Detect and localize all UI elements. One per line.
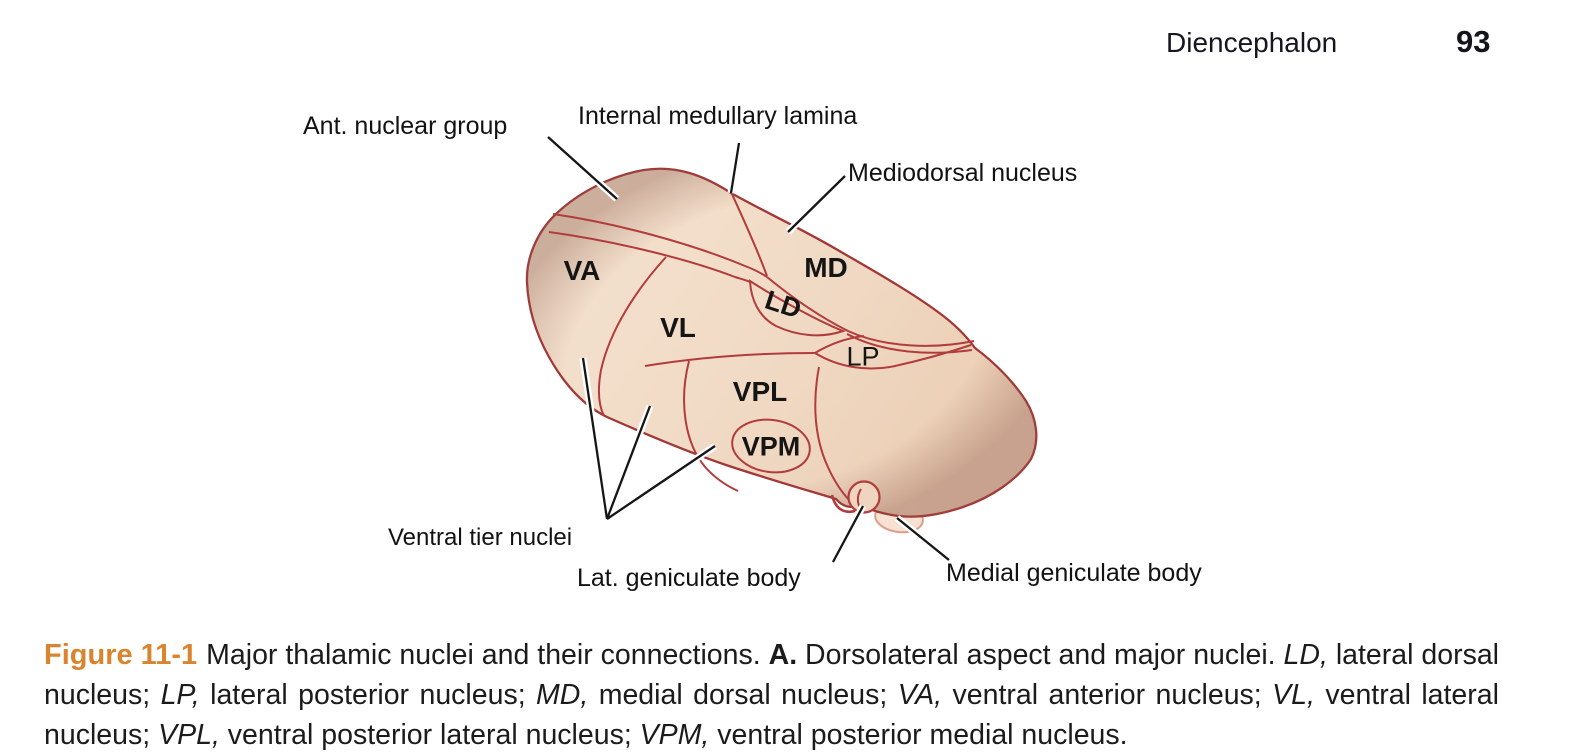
label-lat-geniculate-body: Lat. geniculate body (577, 564, 801, 592)
caption-segment: lateral posterior nucleus; (210, 678, 537, 711)
lp-lower-boundary (814, 344, 972, 370)
leader-mediodorsal-nucleus (787, 175, 846, 233)
nucleus-label-vpm: VPM (741, 431, 801, 462)
lateral-geniculate-body-shape (847, 480, 881, 514)
label-internal-medullary-lamina: Internal medullary lamina (578, 102, 858, 130)
label-mediodorsal-nucleus: Mediodorsal nucleus (848, 159, 1078, 187)
caption-segment: Major thalamic nuclei and their connecti… (206, 638, 769, 671)
running-head-title: Diencephalon (1166, 27, 1338, 58)
va-vl-boundary (597, 256, 667, 417)
caption-segment: lateral dorsal nucleus; (44, 638, 1500, 711)
caption-segment: medial dorsal nucleus; (598, 678, 898, 711)
caption-segment: A. (768, 638, 806, 671)
nucleus-label-vl: VL (660, 312, 696, 343)
vpm-outline (731, 418, 811, 474)
lp-upper-boundary (814, 335, 865, 354)
caption-segment: VPM, (639, 718, 718, 751)
leader-lines (547, 136, 950, 563)
nucleus-label-vpl: VPL (732, 376, 788, 407)
caption-segment: VPL, (158, 718, 228, 751)
lgb-notch-fold (830, 494, 856, 514)
vpl-left-arc (683, 360, 739, 492)
caption-segment: ventral lateral nucleus; (44, 678, 1499, 751)
label-ventral-tier-nuclei: Ventral tier nuclei (388, 524, 573, 551)
vl-vpl-boundary (644, 352, 816, 367)
caption-segment: VL, (1272, 678, 1326, 711)
internal-medullary-lamina-lines (548, 191, 975, 354)
caption-segment: Dorsolateral aspect and major nuclei. (805, 638, 1284, 671)
caption-segment: VA, (897, 678, 953, 711)
caption-segment: ventral anterior nucleus; (952, 678, 1273, 711)
leader-ventral-tier-3 (606, 445, 716, 520)
caption-segment: LP, (160, 678, 211, 711)
vpl-pulvinar-boundary (814, 366, 852, 503)
caption-segment: LD, (1283, 638, 1336, 671)
leader-ventral-tier-1 (581, 357, 609, 520)
caption-segment: MD, (536, 678, 599, 711)
nucleus-label-lp: LP (846, 341, 880, 372)
label-ant-nuclear-group: Ant. nuclear group (303, 112, 508, 140)
leader-ventral-tier-2 (605, 405, 652, 520)
caption-segment: ventral posterior medial nucleus. (717, 718, 1128, 751)
page-number: 93 (1456, 24, 1491, 59)
leader-medial-geniculate (896, 517, 950, 561)
leader-internal-medullary-lamina (729, 142, 741, 194)
nuclei-boundary-lines (597, 256, 972, 503)
leader-lat-geniculate (831, 505, 865, 563)
leader-ant-nuclear-group (547, 136, 618, 200)
nucleus-label-md: MD (804, 252, 848, 283)
caption-figure-label: Figure 11-1 (44, 638, 198, 671)
nucleus-label-va: VA (563, 255, 601, 286)
body-shading (526, 168, 1037, 517)
label-medial-geniculate-body: Medial geniculate body (946, 559, 1202, 587)
caption-segment: ventral posterior lateral nucleus; (227, 718, 640, 751)
